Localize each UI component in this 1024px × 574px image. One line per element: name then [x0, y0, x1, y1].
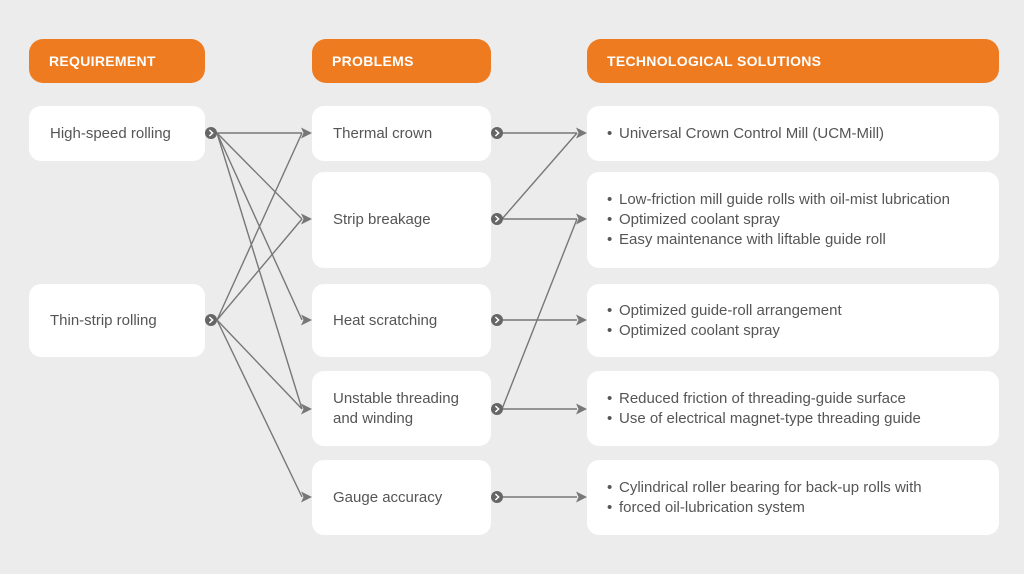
solution-item: Use of electrical magnet-type threading …: [607, 409, 921, 429]
connector-line: [501, 132, 578, 220]
header-technological-solutions: TECHNOLOGICAL SOLUTIONS: [587, 39, 999, 83]
arrowhead: [576, 491, 587, 503]
arrowhead: [576, 403, 587, 415]
arrowhead: [301, 127, 312, 139]
problem-label: Thermal crown: [333, 124, 433, 142]
solution-item: Optimized coolant spray: [607, 210, 950, 230]
problem-label: Unstable threading and winding: [333, 389, 459, 427]
connector-line: [216, 132, 303, 321]
chevron-right-icon: [491, 314, 503, 326]
connector-line: [216, 319, 303, 410]
solution-list: Low-friction mill guide rolls with oil-m…: [607, 190, 950, 250]
problem-strip-breakage: Strip breakage: [312, 172, 491, 268]
problem-label: Heat scratching: [333, 311, 438, 329]
chevron-right-icon: [491, 491, 503, 503]
solution-item: Optimized guide-roll arrangement: [607, 301, 842, 321]
problem-label: Gauge accuracy: [333, 488, 443, 506]
solution-item: Low-friction mill guide rolls with oil-m…: [607, 190, 950, 210]
solution-item: Easy maintenance with liftable guide rol…: [607, 230, 950, 250]
header-requirement: REQUIREMENT: [29, 39, 205, 83]
arrowhead: [576, 127, 587, 139]
solution-list: Universal Crown Control Mill (UCM-Mill): [607, 124, 884, 144]
solution-item: Optimized coolant spray: [607, 321, 842, 341]
solution-gauge-accuracy: Cylindrical roller bearing for back-up r…: [587, 460, 999, 535]
connector-line: [216, 132, 303, 410]
connector-line: [216, 218, 303, 321]
arrowhead: [576, 314, 587, 326]
problem-unstable-threading: Unstable threading and winding: [312, 371, 491, 446]
solution-list: Cylindrical roller bearing for back-up r…: [607, 478, 922, 518]
arrowhead: [301, 403, 312, 415]
requirement-label: Thin-strip rolling: [50, 311, 157, 329]
requirement-high-speed-rolling: High-speed rolling: [29, 106, 205, 161]
problem-gauge-accuracy: Gauge accuracy: [312, 460, 491, 535]
chevron-right-icon: [491, 213, 503, 225]
problem-label: Strip breakage: [333, 211, 431, 228]
arrowhead: [301, 491, 312, 503]
connector-line: [216, 132, 303, 220]
solution-item: forced oil-lubrication system: [607, 498, 922, 518]
chevron-right-icon: [205, 314, 217, 326]
chevron-right-icon: [491, 127, 503, 139]
problem-heat-scratching: Heat scratching: [312, 284, 491, 357]
solution-item: Cylindrical roller bearing for back-up r…: [607, 478, 922, 498]
chevron-right-icon: [205, 127, 217, 139]
chevron-right-icon: [491, 403, 503, 415]
problem-thermal-crown: Thermal crown: [312, 106, 491, 161]
arrowhead: [301, 314, 312, 326]
solution-item: Universal Crown Control Mill (UCM-Mill): [607, 124, 884, 144]
solution-unstable-threading: Reduced friction of threading-guide surf…: [587, 371, 999, 446]
arrowhead: [576, 213, 587, 225]
header-problems: PROBLEMS: [312, 39, 491, 83]
solution-strip-breakage: Low-friction mill guide rolls with oil-m…: [587, 172, 999, 268]
requirement-thin-strip-rolling: Thin-strip rolling: [29, 284, 205, 357]
solution-thermal-crown: Universal Crown Control Mill (UCM-Mill): [587, 106, 999, 161]
solution-heat-scratching: Optimized guide-roll arrangement Optimiz…: [587, 284, 999, 357]
connector-line: [216, 319, 303, 498]
connector-line: [501, 218, 578, 410]
solution-list: Optimized guide-roll arrangement Optimiz…: [607, 301, 842, 341]
requirement-label: High-speed rolling: [50, 124, 171, 142]
arrowhead: [301, 213, 312, 225]
solution-item: Reduced friction of threading-guide surf…: [607, 389, 921, 409]
solution-list: Reduced friction of threading-guide surf…: [607, 389, 921, 429]
